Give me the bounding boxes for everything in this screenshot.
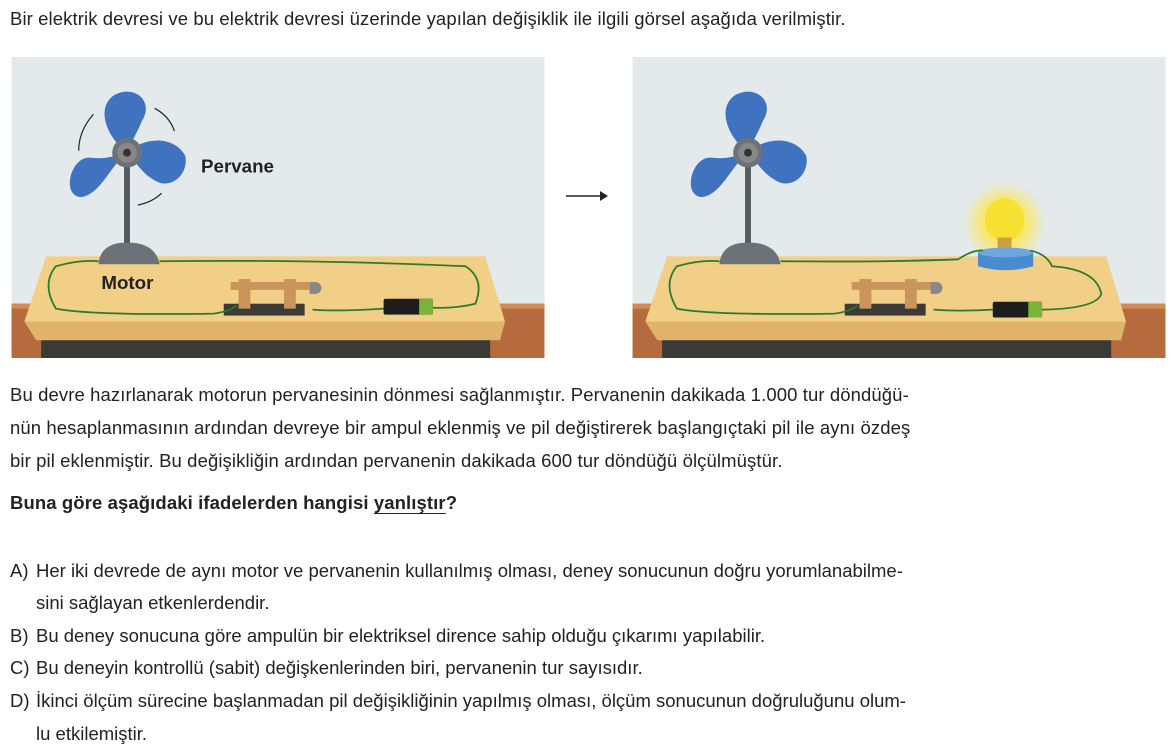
label-pervane: Pervane bbox=[201, 155, 274, 176]
option-letter: A) bbox=[10, 560, 29, 581]
question-suffix: ? bbox=[445, 492, 458, 513]
option-letter: B) bbox=[10, 625, 29, 646]
question-stem: Buna göre aşağıdaki ifadelerden hangisi … bbox=[10, 492, 457, 514]
circuit-figure-before: Pervane Motor bbox=[11, 57, 545, 358]
paragraph-line-1: Bu devre hazırlanarak motorun pervanesin… bbox=[10, 384, 909, 405]
question-emphasis: yanlıştır bbox=[373, 492, 446, 513]
option-text: Bu deney sonucuna göre ampulün bir elekt… bbox=[36, 625, 766, 646]
paragraph-line-3: bir pil eklenmiştir. Bu değişikliğin ard… bbox=[10, 450, 783, 471]
option-text: sini sağlayan etkenlerdendir. bbox=[36, 592, 270, 613]
option-text: İkinci ölçüm sürecine başlanmadan pil de… bbox=[36, 690, 906, 711]
circuit-figure-after bbox=[632, 57, 1166, 358]
label-motor: Motor bbox=[101, 272, 154, 293]
option-letter: D) bbox=[10, 690, 30, 711]
option-text: Bu deneyin kontrollü (sabit) değişkenler… bbox=[36, 657, 643, 678]
option-letter: C) bbox=[10, 657, 30, 678]
option-text: lu etkilemiştir. bbox=[36, 723, 148, 744]
intro-text: Bir elektrik devresi ve bu elektrik devr… bbox=[10, 8, 846, 29]
paragraph-line-2: nün hesaplanmasının ardından devreye bir… bbox=[10, 417, 911, 438]
arrow-right-icon bbox=[566, 191, 608, 201]
question-prefix: Buna göre aşağıdaki ifadelerden hangisi bbox=[10, 492, 374, 513]
option-text: Her iki devrede de aynı motor ve pervane… bbox=[36, 560, 903, 581]
